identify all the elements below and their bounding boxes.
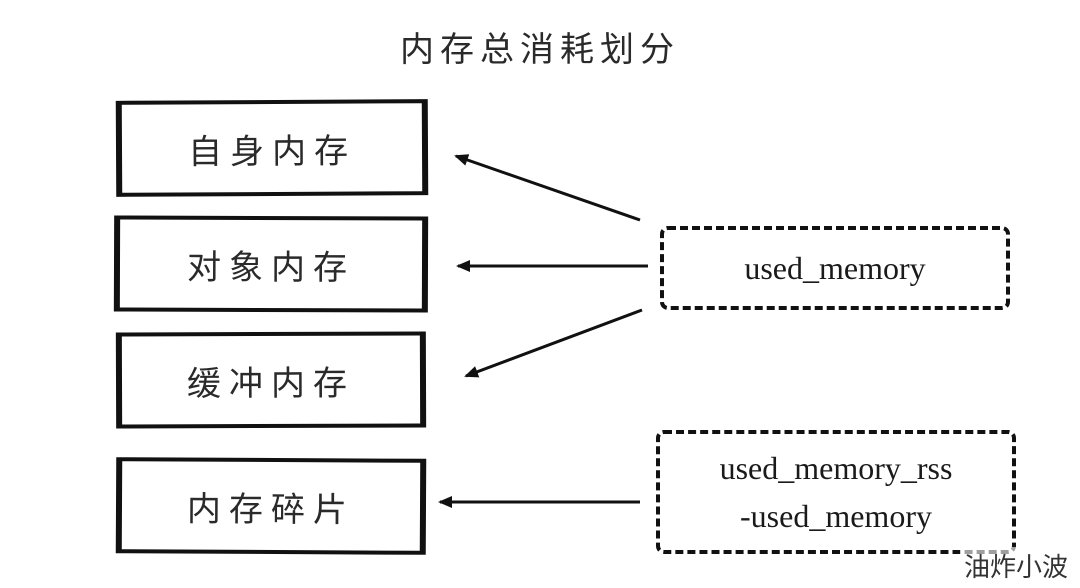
watermark: 油炸小波 [959, 547, 1072, 584]
arrow-to-buffer-memory [464, 308, 643, 378]
arrow-to-self-memory [454, 154, 641, 222]
rss-label-line1: used_memory_rss [719, 450, 953, 486]
rss-diff-box: used_memory_rss -used_memory [656, 430, 1016, 554]
rss-label-line2: -used_memory [740, 498, 932, 534]
used-memory-label: used_memory [744, 250, 926, 286]
diagram-title: 内存总消耗划分 [400, 30, 680, 70]
used-memory-box: used_memory [660, 226, 1010, 310]
